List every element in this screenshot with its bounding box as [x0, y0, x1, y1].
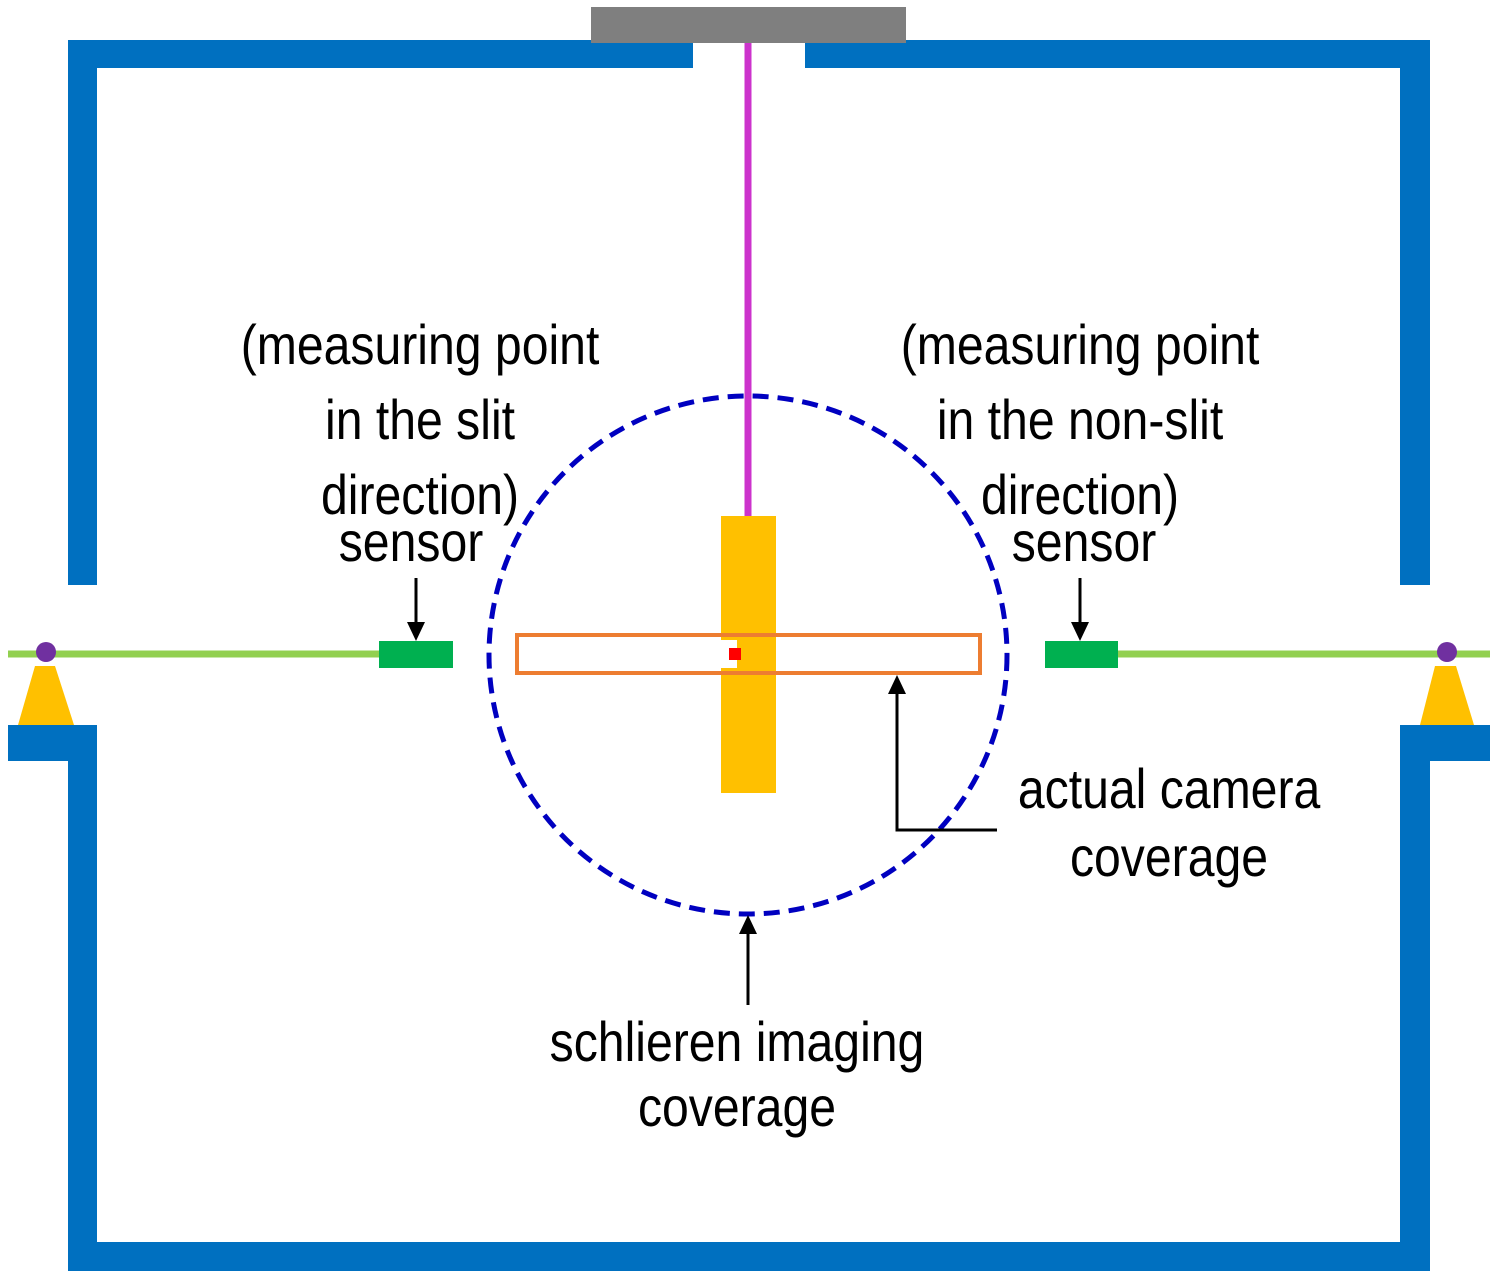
- pivot-left: [36, 642, 56, 662]
- schlieren-coverage-circle: [486, 393, 1010, 917]
- chamber-wall-right-upper: [1400, 40, 1430, 585]
- sensor-left: [379, 641, 453, 668]
- arrow-camera: [895, 692, 997, 832]
- camera-coverage-frame: [515, 633, 982, 675]
- arrow-schlieren-head: [739, 915, 757, 934]
- camera-label-line1: actual camera: [1018, 759, 1321, 821]
- measurement-marker: [729, 648, 741, 660]
- chamber-wall-top-left: [68, 40, 693, 68]
- chamber-wall-bottom: [68, 1242, 1430, 1271]
- arrow-right-sensor-head: [1071, 622, 1089, 641]
- left-sensor-label-line3: direction): [321, 465, 519, 527]
- right-sensor-label-line1: (measuring point: [901, 315, 1260, 377]
- right-sensor-label-line3: direction): [981, 465, 1179, 527]
- right-sensor-label-line4: sensor: [1012, 512, 1157, 574]
- camera-label-line2: coverage: [1070, 827, 1268, 889]
- support-left: [18, 666, 74, 725]
- chamber-wall-left-lower: [68, 725, 97, 1271]
- schlieren-label-line2: coverage: [638, 1077, 836, 1139]
- sensor-right: [1045, 641, 1118, 668]
- left-sensor-label-line4: sensor: [339, 512, 484, 574]
- left-sensor-label-line1: (measuring point: [241, 315, 600, 377]
- arrow-left-sensor-head: [407, 622, 425, 641]
- arrow-camera-head: [888, 675, 906, 694]
- left-sensor-label-line2: in the slit: [325, 390, 515, 452]
- pivot-right: [1437, 642, 1457, 662]
- chamber-wall-right-lower: [1400, 725, 1430, 1271]
- chamber-wall-left-upper: [68, 40, 97, 585]
- top-mount: [591, 7, 906, 43]
- schlieren-label-line1: schlieren imaging: [550, 1012, 925, 1074]
- slit-notch: [719, 640, 737, 668]
- right-sensor-label-line2: in the non-slit: [937, 390, 1224, 452]
- chamber-wall: [8, 40, 1490, 1271]
- chamber-wall-top-right: [805, 40, 1430, 68]
- support-right: [1420, 666, 1474, 725]
